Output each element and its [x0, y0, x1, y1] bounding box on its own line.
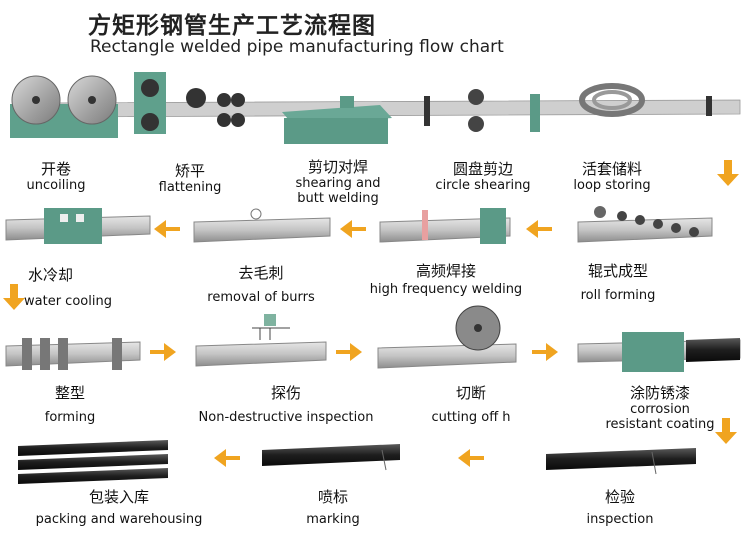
- arrow-left-5: [458, 449, 484, 467]
- step-en: circle shearing: [435, 178, 531, 193]
- step-zh: 圆盘剪边: [452, 160, 513, 178]
- burr-removal-pipe: [193, 208, 331, 243]
- step-zh: 涂防锈漆: [629, 384, 690, 402]
- uncoiling-coils: [10, 75, 118, 138]
- step-forming: 整型 forming: [20, 384, 120, 425]
- bundled-pipes: [18, 440, 168, 484]
- arrow-right-2: [336, 343, 362, 361]
- circle-shearing-blades: [424, 89, 540, 132]
- cutting-pipe: [377, 305, 517, 369]
- marking-pipe: [262, 444, 400, 471]
- step-en-2: butt welding: [297, 191, 379, 206]
- step-cutting: 切断 cutting off h: [416, 384, 526, 425]
- step-en: water cooling: [24, 294, 112, 309]
- step-en: corrosion: [630, 402, 690, 417]
- step-en: shearing and: [295, 176, 381, 191]
- loop-storing-coil: [579, 83, 712, 117]
- step-hf-welding: 高频焊接 high frequency welding: [366, 262, 526, 297]
- step-packing: 包装入库 packing and warehousing: [24, 488, 214, 527]
- inspection-pipe: [546, 448, 696, 475]
- step-en: removal of burrs: [207, 290, 315, 305]
- hf-welding-pipe: [379, 208, 511, 244]
- title-english: Rectangle welded pipe manufacturing flow…: [90, 37, 504, 57]
- step-zh: 去毛刺: [238, 264, 284, 282]
- shearing-welding-machine: [282, 96, 392, 144]
- step-zh: 剪切对焊: [307, 158, 368, 176]
- step-en: high frequency welding: [369, 282, 523, 297]
- step-uncoiling: 开卷 uncoiling: [16, 160, 96, 193]
- roll-forming-rollers: [577, 206, 713, 243]
- arrow-down-2: [3, 284, 25, 310]
- step-en: marking: [306, 512, 360, 527]
- step-zh: 检验: [604, 488, 635, 506]
- step-en: roll forming: [580, 288, 656, 303]
- step-zh: 开卷: [40, 160, 71, 178]
- step-en: cutting off h: [431, 410, 511, 425]
- step-zh: 水冷却: [28, 266, 74, 284]
- step-loop-storing: 活套储料 loop storing: [562, 160, 662, 193]
- step-zh: 探伤: [270, 384, 301, 402]
- step-zh: 矫平: [174, 162, 205, 180]
- step-en: loop storing: [573, 178, 651, 193]
- arrow-right-1: [150, 343, 176, 361]
- step-coating: 涂防锈漆 corrosion resistant coating: [600, 384, 720, 432]
- arrow-left-1: [154, 220, 180, 238]
- forming-pipe: [5, 338, 141, 370]
- step-en-2: resistant coating: [605, 417, 715, 432]
- step-burr-removal: 去毛刺 removal of burrs: [196, 264, 326, 305]
- step-en: packing and warehousing: [35, 512, 203, 527]
- coating-pipe: [577, 332, 741, 372]
- step-en: Non-destructive inspection: [198, 410, 374, 425]
- step-zh: 活套储料: [581, 160, 642, 178]
- step-zh: 切断: [455, 384, 486, 402]
- arrow-down-3: [715, 418, 737, 444]
- step-zh: 整型: [54, 384, 85, 402]
- step-circle-shearing: 圆盘剪边 circle shearing: [428, 160, 538, 193]
- arrow-down-1: [717, 160, 739, 186]
- step-en: forming: [44, 410, 96, 425]
- arrow-left-4: [214, 449, 240, 467]
- step-en: flattening: [158, 180, 222, 195]
- ndt-pipe: [195, 314, 327, 367]
- step-en: inspection: [586, 512, 654, 527]
- step-zh: 喷标: [317, 488, 348, 506]
- flattening-rollers: [134, 72, 245, 134]
- water-cooling-pipe: [5, 208, 151, 244]
- arrow-left-3: [526, 220, 552, 238]
- step-roll-forming: 辊式成型 roll forming: [568, 262, 668, 303]
- step-marking: 喷标 marking: [288, 488, 378, 527]
- step-water-cooling: 水冷却 water cooling: [6, 266, 136, 309]
- step-zh: 包装入库: [88, 488, 149, 506]
- arrow-left-2: [340, 220, 366, 238]
- step-shearing-welding: 剪切对焊 shearing and butt welding: [288, 158, 388, 206]
- step-zh: 高频焊接: [415, 262, 476, 280]
- arrow-right-3: [532, 343, 558, 361]
- step-en: uncoiling: [26, 178, 86, 193]
- step-flattening: 矫平 flattening: [140, 162, 240, 195]
- step-inspection: 检验 inspection: [570, 488, 670, 527]
- step-ndt: 探伤 Non-destructive inspection: [196, 384, 376, 425]
- title-chinese: 方矩形钢管生产工艺流程图: [88, 13, 376, 39]
- step-zh: 辊式成型: [587, 262, 648, 280]
